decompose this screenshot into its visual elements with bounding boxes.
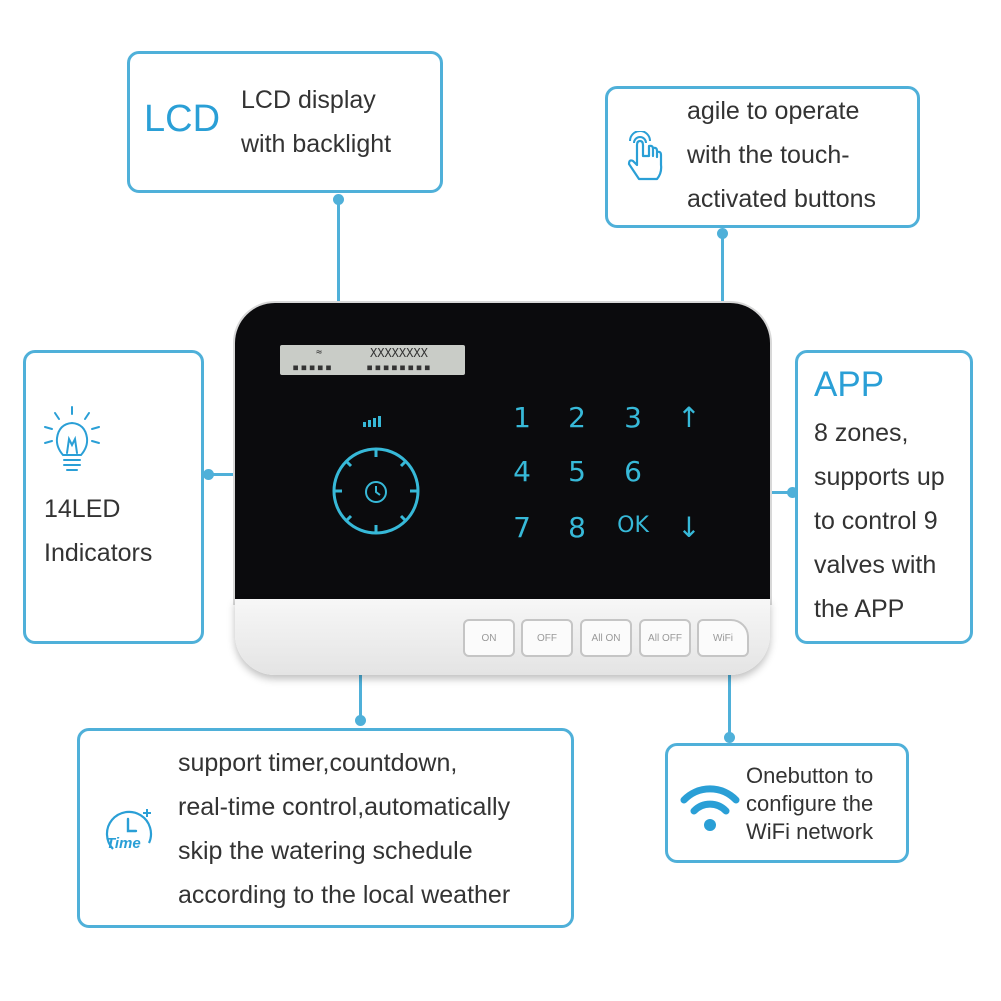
- led-callout: 14LED Indicators: [23, 350, 204, 644]
- lightbulb-icon: [44, 406, 100, 471]
- wifi-line2: configure the: [746, 791, 874, 816]
- timer-line3: skip the watering schedule: [178, 837, 473, 865]
- app-line4: valves with: [814, 551, 937, 579]
- lcd-callout: LCD LCD display with backlight: [127, 51, 443, 193]
- wifi-connector-dot: [724, 732, 735, 743]
- touch-hand-icon: [627, 131, 663, 181]
- app-line2: supports up: [814, 463, 945, 491]
- key-1[interactable]: 1: [513, 401, 531, 434]
- touch-line1: agile to operate: [687, 97, 860, 125]
- key-5[interactable]: 5: [568, 455, 586, 488]
- all-on-button[interactable]: All ON: [580, 619, 632, 657]
- signal-bars-icon: [363, 415, 385, 427]
- app-line5: the APP: [814, 595, 905, 623]
- lcd-bottom-row: ▪▪▪▪▪ ▪▪▪▪▪▪▪▪: [292, 360, 432, 374]
- lcd-screen: ≈ XXXXXXXX ▪▪▪▪▪ ▪▪▪▪▪▪▪▪: [280, 345, 465, 375]
- led-connector-line: [208, 473, 236, 476]
- on-button[interactable]: ON: [463, 619, 515, 657]
- touch-connector-line: [721, 233, 724, 303]
- lcd-line2: with backlight: [241, 130, 392, 158]
- key-2[interactable]: 2: [568, 401, 586, 434]
- app-connector-dot: [787, 487, 798, 498]
- app-connector-line: [770, 491, 790, 494]
- touch-line3: activated buttons: [687, 185, 877, 213]
- touch-callout: agile to operate with the touch- activat…: [605, 86, 920, 228]
- wifi-line3: WiFi network: [746, 819, 874, 844]
- irrigation-controller-device: ≈ XXXXXXXX ▪▪▪▪▪ ▪▪▪▪▪▪▪▪ 1 2 3 ↑ 4 5: [235, 303, 770, 675]
- lcd-top-row: XXXXXXXX: [370, 346, 428, 360]
- key-7[interactable]: 7: [513, 511, 531, 544]
- timer-callout: Time support timer,countdown, real-time …: [77, 728, 574, 928]
- key-8[interactable]: 8: [568, 511, 586, 544]
- key-up-arrow[interactable]: ↑: [677, 401, 701, 434]
- touch-line2: with the touch-: [687, 141, 850, 169]
- timer-line1: support timer,countdown,: [178, 749, 458, 777]
- timer-clock-icon: [105, 809, 153, 850]
- all-off-button[interactable]: All OFF: [639, 619, 691, 657]
- wifi-connector-line: [728, 675, 731, 735]
- key-ok[interactable]: OK: [617, 513, 649, 538]
- timer-connector-dot: [355, 715, 366, 726]
- lcd-connector-line: [337, 199, 340, 303]
- off-button[interactable]: OFF: [521, 619, 573, 657]
- timer-connector-line: [359, 675, 362, 719]
- key-down-arrow[interactable]: ↓: [677, 511, 701, 544]
- timer-line2: real-time control,automatically: [178, 793, 511, 821]
- lcd-heading: LCD: [144, 98, 221, 140]
- key-3[interactable]: 3: [624, 401, 642, 434]
- wifi-callout: Onebutton to configure the WiFi network: [665, 743, 909, 863]
- wifi-button[interactable]: WiFi: [697, 619, 749, 657]
- lcd-wifi-icon: ≈: [316, 347, 323, 358]
- app-line1: 8 zones,: [814, 419, 909, 447]
- led-line1: 14LED: [44, 495, 121, 523]
- key-4[interactable]: 4: [513, 455, 531, 488]
- dial-clock-icon: [332, 447, 420, 535]
- key-6[interactable]: 6: [624, 455, 642, 488]
- lcd-line1: LCD display: [241, 86, 376, 114]
- timer-icon-label: Time: [106, 835, 141, 852]
- timer-line4: according to the local weather: [178, 881, 511, 909]
- app-line3: to control 9: [814, 507, 938, 535]
- app-heading: APP: [814, 365, 885, 404]
- app-callout: APP 8 zones, supports up to control 9 va…: [795, 350, 973, 644]
- device-front-panel: ≈ XXXXXXXX ▪▪▪▪▪ ▪▪▪▪▪▪▪▪ 1 2 3 ↑ 4 5: [235, 303, 770, 603]
- wifi-line1: Onebutton to: [746, 763, 874, 788]
- wifi-icon: [680, 785, 740, 831]
- led-line2: Indicators: [44, 539, 153, 567]
